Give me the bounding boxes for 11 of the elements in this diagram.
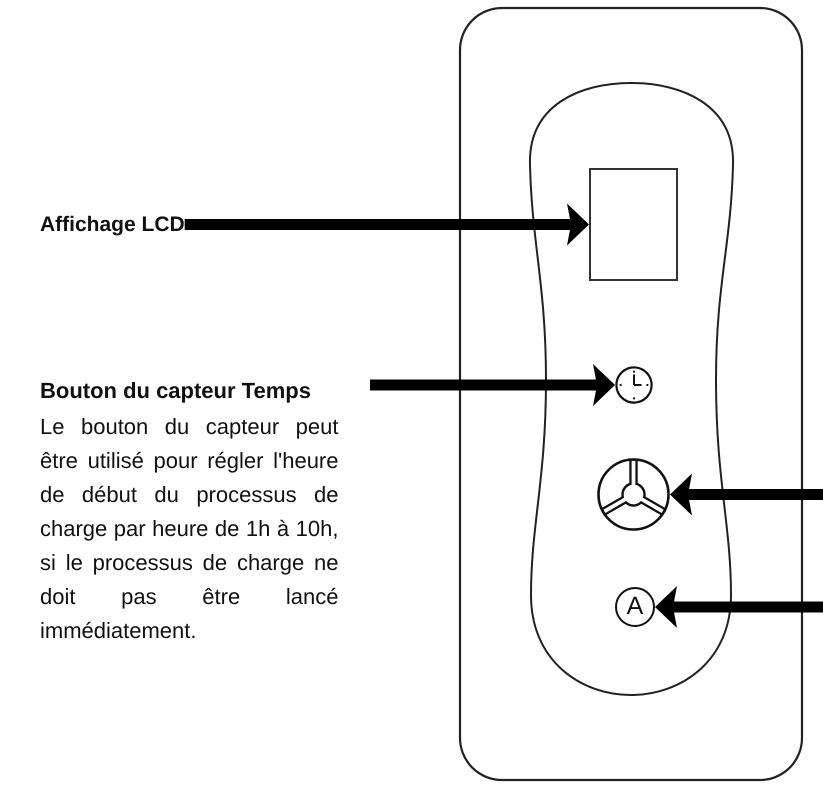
arrow [670,474,823,516]
round-button: A [615,587,655,627]
lcd-screen [589,168,678,281]
arrow [655,586,823,628]
callout-label: Affichage LCD [40,212,185,238]
description-text: Le bouton du capteur peut être utilisé pour régler l'heure de début du processus de charge par heure de 1h à 10h, si le processus de charge ne doit pas être lancé immédiatement. [40,413,338,645]
callout-heading: Bouton du capteur Temps [40,377,311,405]
clock-icon [615,366,653,404]
wheel-icon [597,458,670,531]
arrow [370,364,615,406]
arrow [184,204,589,246]
